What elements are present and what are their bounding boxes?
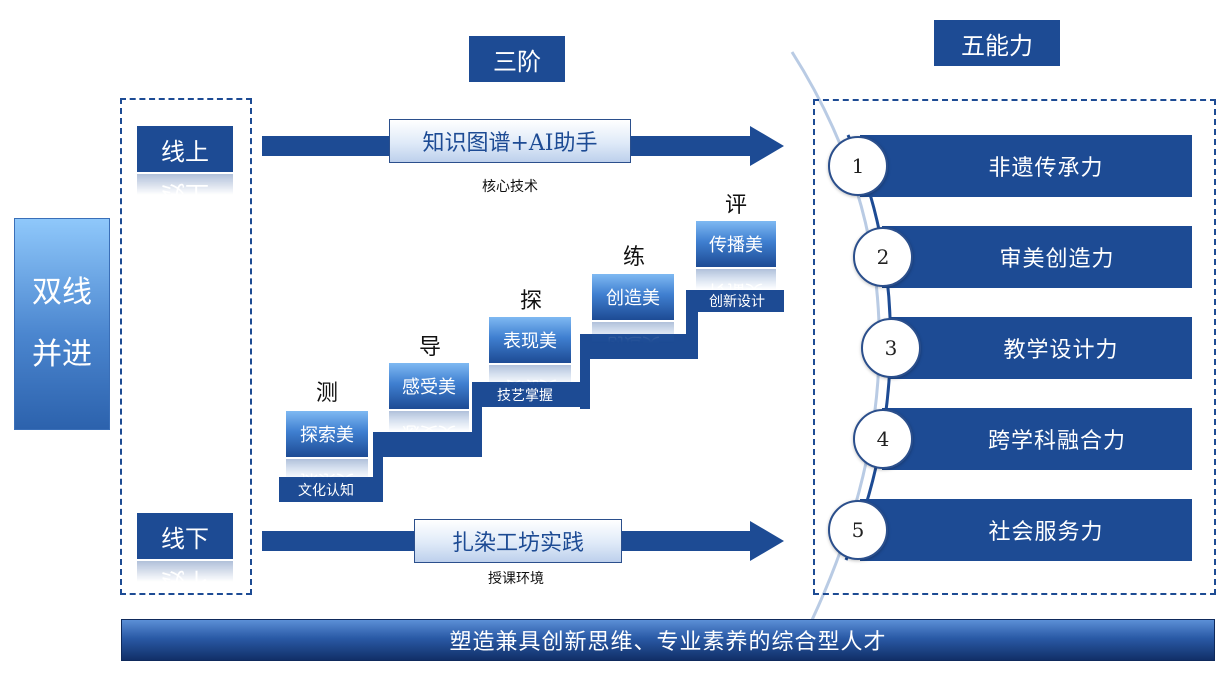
ability-bar-1: 非遗传承力 [860, 135, 1192, 197]
ability-bar-5: 社会服务力 [860, 499, 1192, 561]
three-stages-header: 三阶 [469, 36, 565, 82]
stair-step-4 [580, 334, 698, 359]
ability-number-5: 5 [828, 500, 888, 560]
offline-arrow-label: 扎染工坊实践 [414, 519, 622, 563]
ability-bar-2: 审美创造力 [882, 226, 1192, 288]
stair-step-5 [686, 290, 784, 312]
stage-box-1: 探索美 [286, 411, 368, 457]
five-abilities-header: 五能力 [934, 20, 1060, 66]
stair-step-1-riser [373, 455, 383, 502]
stage-verb-3: 探 [519, 289, 542, 314]
stage-box-5: 传播美 [696, 221, 776, 267]
stair-step-2-riser [472, 382, 482, 457]
dual-line-text-2: 并进 [32, 337, 92, 372]
dual-line-text-1: 双线 [32, 275, 92, 310]
offline-label: 线下 [137, 513, 233, 559]
online-label: 线上 [137, 126, 233, 172]
online-offline-frame [120, 98, 252, 595]
stage-tag-1: 文化认知 [298, 483, 354, 499]
stage-tag-3: 技艺掌握 [497, 388, 553, 404]
ability-number-2: 2 [853, 227, 913, 287]
stair-step-3 [472, 382, 582, 407]
dual-line-panel: 双线 并进 [14, 218, 110, 430]
online-arrow-label: 知识图谱+AI助手 [389, 119, 631, 163]
stage-box-3: 表现美 [489, 317, 571, 363]
stage-verb-5: 评 [724, 193, 747, 218]
stage-box-4: 创造美 [592, 274, 674, 320]
stage-verb-2: 导 [418, 335, 441, 360]
stage-verb-4: 练 [622, 245, 645, 270]
abilities-frame [813, 99, 1216, 595]
stair-step-2 [373, 432, 481, 457]
stage-verb-1: 测 [315, 381, 338, 406]
stair-step-3-riser [580, 334, 590, 409]
bottom-banner: 塑造兼具创新思维、专业素养的综合型人才 [121, 619, 1215, 661]
online-caption: 核心技术 [482, 179, 538, 195]
stair-step-1 [279, 477, 383, 502]
ability-bar-4: 跨学科融合力 [882, 408, 1192, 470]
ability-number-4: 4 [853, 409, 913, 469]
stage-box-2: 感受美 [389, 363, 469, 409]
stage-tag-5: 创新设计 [709, 294, 765, 310]
ability-number-1: 1 [828, 136, 888, 196]
ability-number-3: 3 [861, 318, 921, 378]
offline-caption: 授课环境 [488, 571, 544, 587]
ability-bar-3: 教学设计力 [890, 317, 1192, 379]
